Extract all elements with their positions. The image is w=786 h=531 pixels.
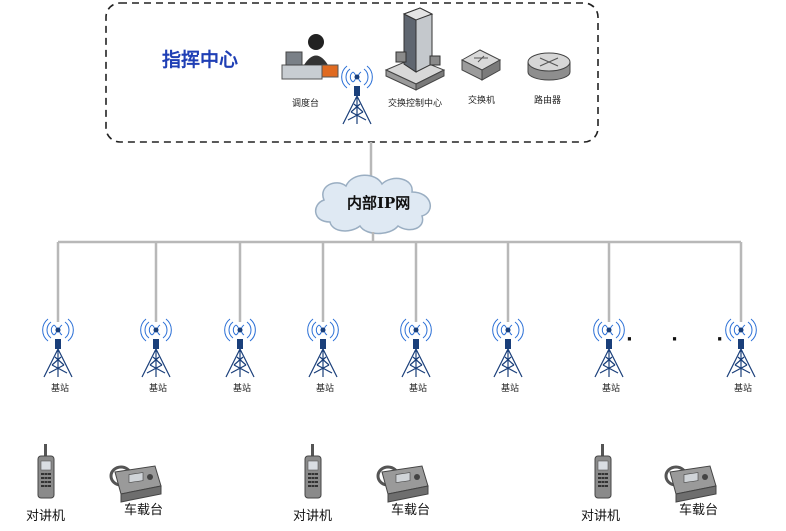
- walkie-talkie-label: 对讲机: [293, 509, 332, 524]
- router-icon: [527, 52, 571, 81]
- vehicle-radio-icon: [109, 464, 163, 504]
- base-station-tower-icon: [492, 318, 524, 378]
- switch-control-center-icon: [384, 7, 446, 91]
- walkie-talkie-label: 对讲机: [26, 509, 65, 524]
- ip-network-cloud: [315, 174, 432, 235]
- base-station-label: 基站: [409, 382, 427, 394]
- walkie-talkie-label: 对讲机: [581, 509, 620, 524]
- base-station-tower-icon: [140, 318, 172, 378]
- walkie-talkie-icon: [594, 443, 612, 499]
- base-station-tower-icon: [42, 318, 74, 378]
- base-station-label: 基站: [149, 382, 167, 394]
- vehicle-radio-label: 车载台: [679, 502, 718, 518]
- switch-icon: [460, 49, 502, 81]
- more-stations-ellipsis: · · ·: [626, 329, 739, 350]
- base-station-label: 基站: [233, 382, 251, 394]
- base-station-tower-icon: [400, 318, 432, 378]
- router-label: 路由器: [534, 94, 561, 106]
- walkie-talkie-icon: [37, 443, 55, 499]
- base-station-tower-icon: [307, 318, 339, 378]
- base-station-label: 基站: [734, 382, 752, 394]
- base-station-label: 基站: [501, 382, 519, 394]
- base-station-tower-icon: [224, 318, 256, 378]
- command-center-title: 指挥中心: [162, 48, 238, 71]
- base-station-label: 基站: [316, 382, 334, 394]
- base-station-label: 基站: [51, 382, 69, 394]
- vehicle-radio-label: 车载台: [391, 502, 430, 518]
- base-station-label: 基站: [602, 382, 620, 394]
- vehicle-radio-icon: [664, 464, 718, 504]
- dispatch-console-icon: [281, 34, 339, 80]
- switch-center-label: 交换控制中心: [388, 97, 442, 109]
- ip-network-label: 内部IP网: [347, 194, 410, 212]
- switch-label: 交换机: [468, 94, 495, 106]
- walkie-talkie-icon: [304, 443, 322, 499]
- dispatch-label: 调度台: [292, 97, 319, 109]
- command-center-box: [105, 2, 599, 143]
- vehicle-radio-icon: [376, 464, 430, 504]
- vehicle-radio-label: 车载台: [124, 502, 163, 518]
- base-station-tower-icon: [593, 318, 625, 378]
- command-tower-icon: [341, 65, 373, 125]
